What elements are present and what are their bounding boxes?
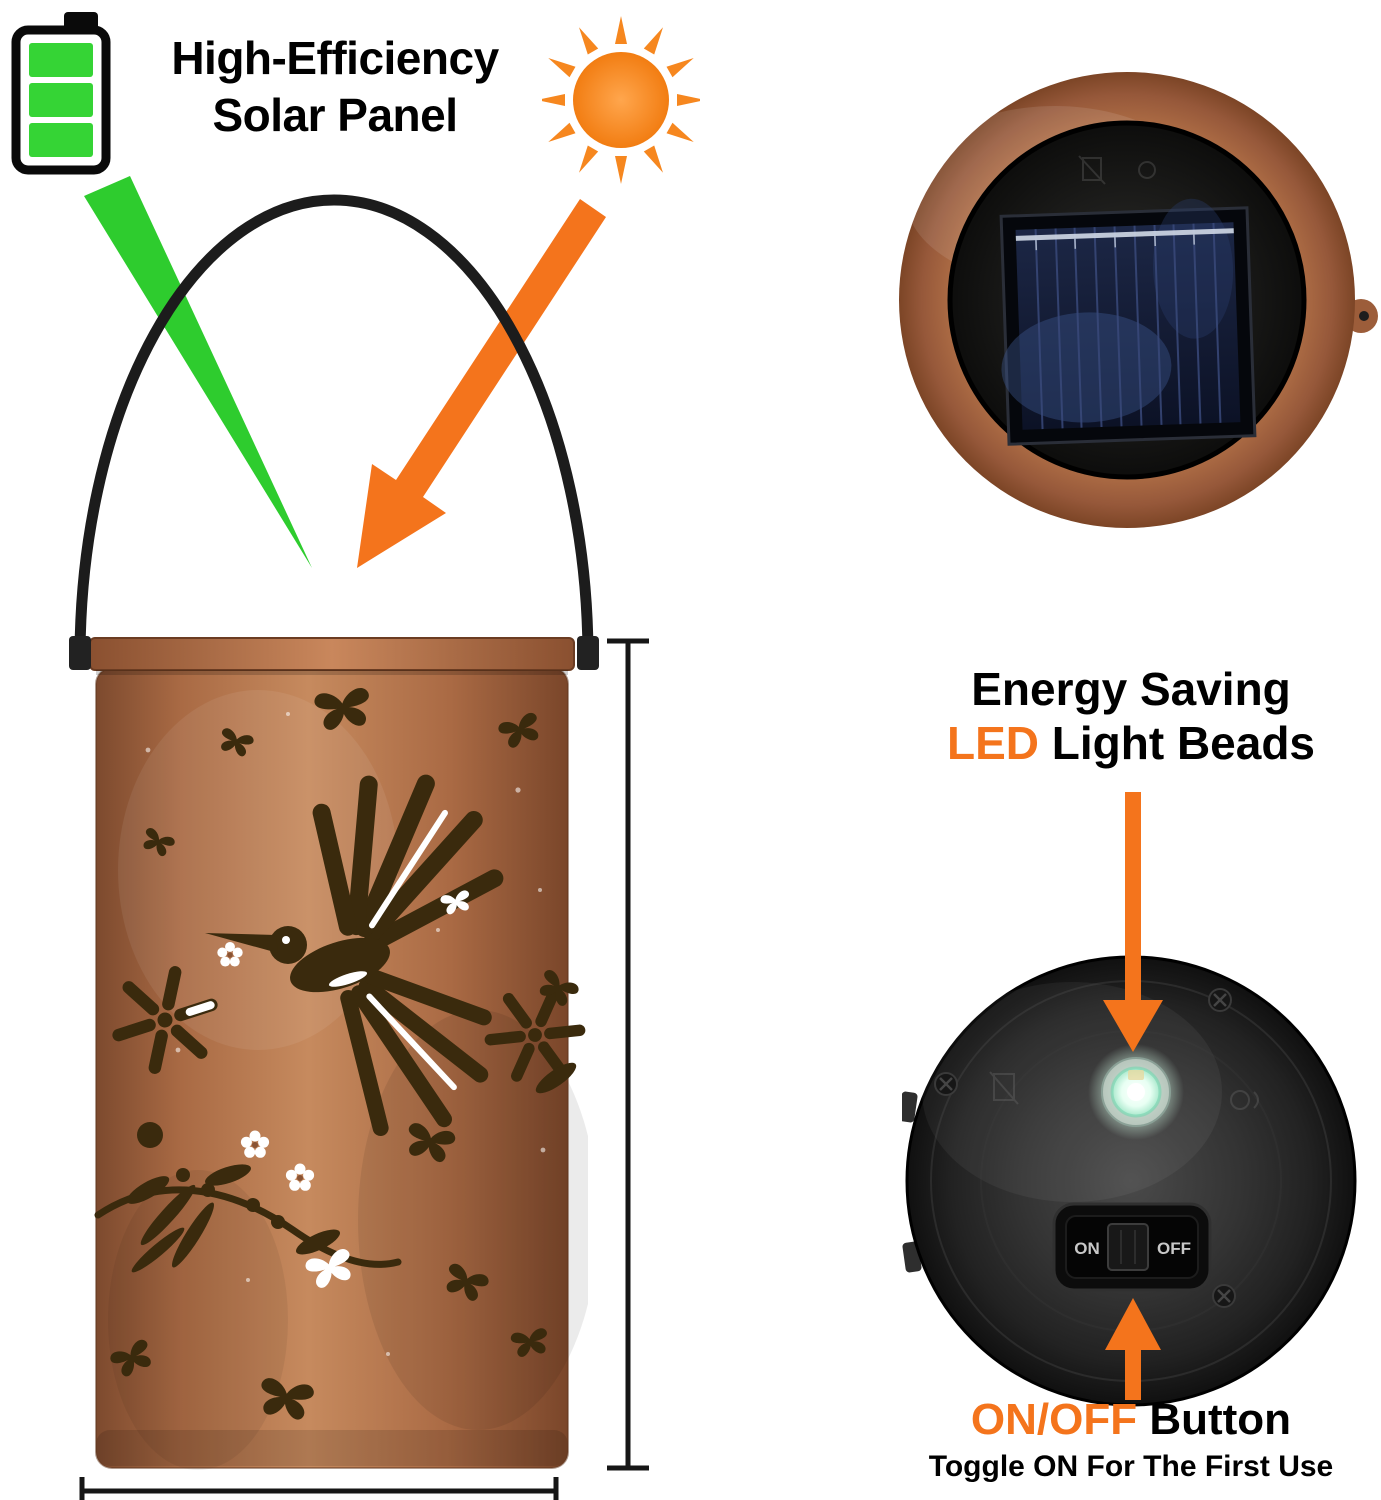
solar-callout-line2: Solar Panel [212, 89, 458, 142]
switch-on-label: ON [1074, 1239, 1100, 1258]
led-bead [1088, 1044, 1184, 1140]
solar-panel-callout-label: High-Efficiency Solar Panel [112, 30, 558, 144]
onoff-callout-highlight: ON/OFF [970, 1395, 1138, 1444]
embossed-marks-bottom [989, 1071, 1259, 1110]
handle-clip-left [69, 636, 91, 670]
battery-charging-icon [11, 12, 111, 175]
lantern-bottom-photo: ON OFF [902, 955, 1357, 1407]
sun-icon [542, 16, 700, 184]
on-off-switch[interactable]: ON OFF [1052, 1202, 1212, 1292]
hummingbird-cutout [205, 774, 504, 1137]
led-callout-highlight: LED [946, 717, 1039, 770]
branch-cutout [94, 1122, 402, 1273]
battery-bars [29, 43, 93, 157]
lantern-photo [89, 637, 588, 1470]
embossed-marks [1078, 155, 1156, 185]
solar-panel-top-photo [899, 72, 1378, 528]
solar-callout-line1: High-Efficiency [171, 32, 499, 84]
height-dimension-line [607, 638, 649, 1471]
flower-cutouts [103, 941, 588, 1191]
onoff-subtitle-text: Toggle ON For The First Use [928, 1450, 1334, 1483]
onoff-callout-label: ON/OFF Button [878, 1395, 1381, 1444]
led-callout-label: Energy Saving LED Light Beads [878, 662, 1381, 771]
onoff-callout-subtitle: Toggle ON For The First Use [878, 1450, 1381, 1484]
screws [934, 988, 1236, 1308]
handle-clip-right [577, 636, 599, 670]
lantern-handle [69, 194, 599, 670]
patina-speckles [145, 712, 546, 1356]
led-callout-line2: Light Beads [1038, 717, 1316, 770]
solar-cell [999, 198, 1257, 446]
onoff-callout-rest: Button [1137, 1395, 1292, 1444]
switch-off-label: OFF [1157, 1239, 1191, 1258]
led-callout-line1: Energy Saving [971, 663, 1291, 715]
switch-knob[interactable] [1107, 1223, 1149, 1271]
sun-rays [542, 16, 700, 184]
